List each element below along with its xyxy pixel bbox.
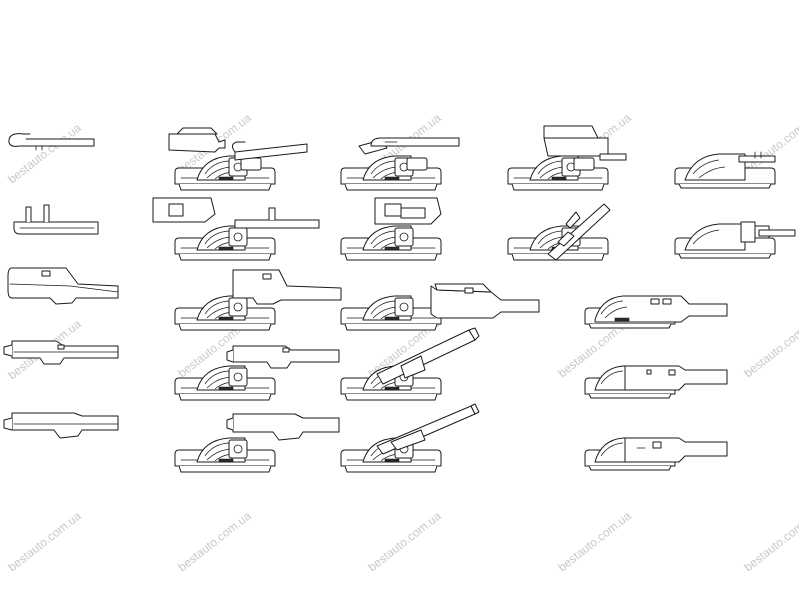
hook-mount-drawing (168, 127, 308, 191)
side-lock-mount-drawing (174, 345, 340, 401)
pin-adapter-drawing (13, 204, 99, 235)
watermark: bestauto.com.ua (741, 111, 799, 177)
claw-mount-drawing (340, 327, 480, 401)
hook-adapter-drawing (8, 133, 95, 151)
side-clip-mount-drawing (584, 365, 728, 399)
watermark: bestauto.com.ua (5, 509, 84, 575)
pin-clip-mount-drawing (340, 197, 442, 261)
push-button-mount-drawing (340, 283, 540, 331)
top-button-mount-drawing (584, 295, 728, 329)
small-hook-mount-drawing (674, 151, 776, 189)
watermark: bestauto.com.ua (5, 121, 84, 187)
watermark: bestauto.com.ua (365, 509, 444, 575)
side-pin-wide-drawing (7, 267, 119, 305)
flat-arm-mount-drawing (584, 437, 728, 471)
tilted-arm-mount-drawing (340, 403, 480, 473)
bayonet-mount-drawing (174, 269, 342, 331)
watermark: bestauto.com.ua (555, 509, 634, 575)
top-lock-mount-drawing (174, 413, 340, 473)
hook-clip-mount-drawing (340, 137, 460, 191)
side-pin-large-drawing (3, 412, 119, 439)
bayonet-arm-mount-drawing (674, 221, 796, 259)
watermark: bestauto.com.ua (741, 509, 799, 575)
side-pin-narrow-drawing (3, 340, 119, 365)
hook-cap-mount-drawing (507, 125, 627, 191)
watermark: bestauto.com.ua (741, 315, 799, 381)
pin-lock-mount-drawing (152, 197, 320, 261)
pinch-tab-mount-drawing (507, 203, 611, 261)
watermark: bestauto.com.ua (175, 509, 254, 575)
